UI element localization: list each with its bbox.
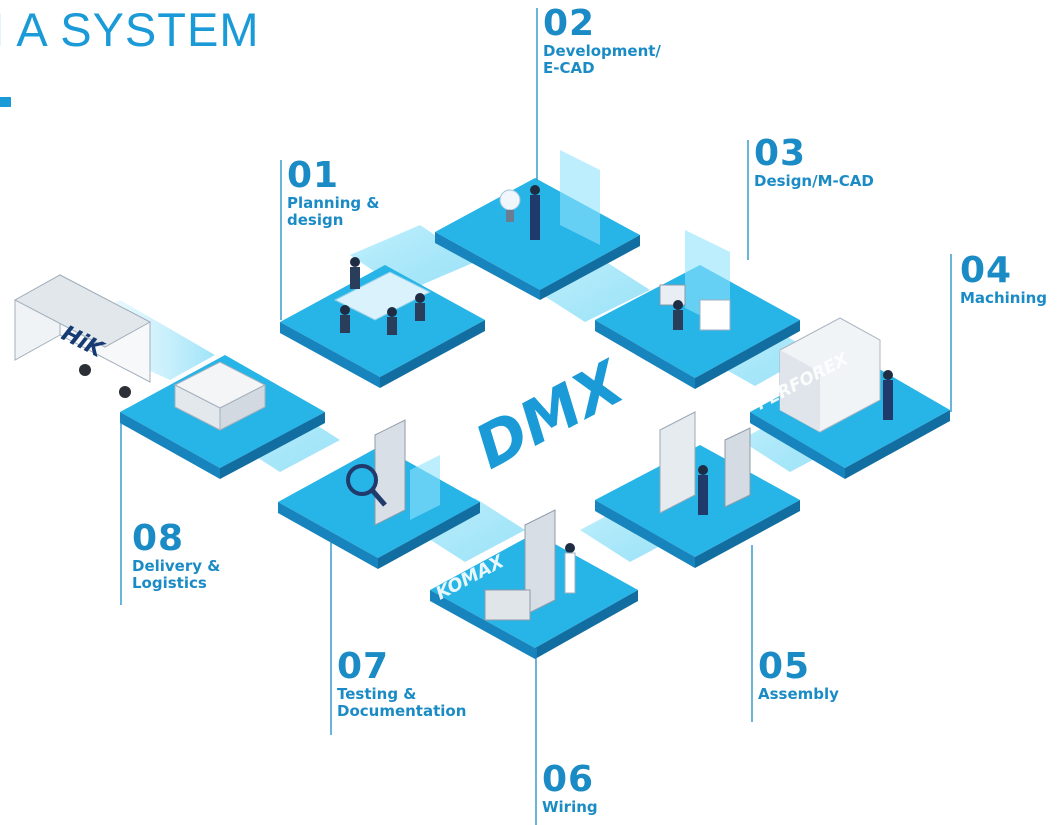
step-number: 02 xyxy=(543,3,596,44)
step-title: Testing &Documentation xyxy=(337,685,467,720)
connector-02-03 xyxy=(535,258,650,322)
step-title: Design/M-CAD xyxy=(754,172,874,190)
step-07-label: 07 Testing &Documentation xyxy=(337,648,466,720)
truck-illustration: HiK xyxy=(13,274,152,398)
step-number: 01 xyxy=(287,155,340,196)
dmx-logo: DMX xyxy=(464,347,637,483)
step-number: 04 xyxy=(960,250,1013,291)
workstation-illustration xyxy=(659,230,731,331)
step-title: Assembly xyxy=(758,685,839,703)
step-title: Machining xyxy=(960,289,1047,307)
connector-06-07 xyxy=(415,498,525,562)
title-accent-bar xyxy=(0,97,11,107)
step-01-label: 01 Planning &design xyxy=(287,157,379,229)
step-number: 05 xyxy=(758,646,811,687)
step-title: Planning &design xyxy=(287,194,380,229)
engineer-lightbulb-illustration xyxy=(499,150,600,245)
step-04-label: 04 Machining xyxy=(960,252,1047,307)
step-06-label: 06 Wiring xyxy=(542,761,598,816)
meeting-table-illustration xyxy=(333,257,432,335)
step-number: 08 xyxy=(132,518,185,559)
step-title: Development/E-CAD xyxy=(543,42,661,77)
step-title: Wiring xyxy=(542,798,598,816)
assembly-illustration xyxy=(659,411,751,515)
step-number: 03 xyxy=(754,133,807,174)
leader-lines xyxy=(120,8,952,825)
step-number: 06 xyxy=(542,759,595,800)
page-title: H A SYSTEM xyxy=(0,3,260,56)
step-03-label: 03 Design/M-CAD xyxy=(754,135,874,190)
step-05-label: 05 Assembly xyxy=(758,648,839,703)
step-08-label: 08 Delivery &Logistics xyxy=(132,520,220,592)
pallets-illustration xyxy=(173,361,267,431)
step-title: Delivery &Logistics xyxy=(132,557,221,592)
tile-01 xyxy=(280,265,485,388)
tile-03 xyxy=(595,265,800,389)
testing-cabinet-illustration xyxy=(346,419,440,526)
step-number: 07 xyxy=(337,646,390,687)
step-02-label: 02 Development/E-CAD xyxy=(543,5,661,77)
